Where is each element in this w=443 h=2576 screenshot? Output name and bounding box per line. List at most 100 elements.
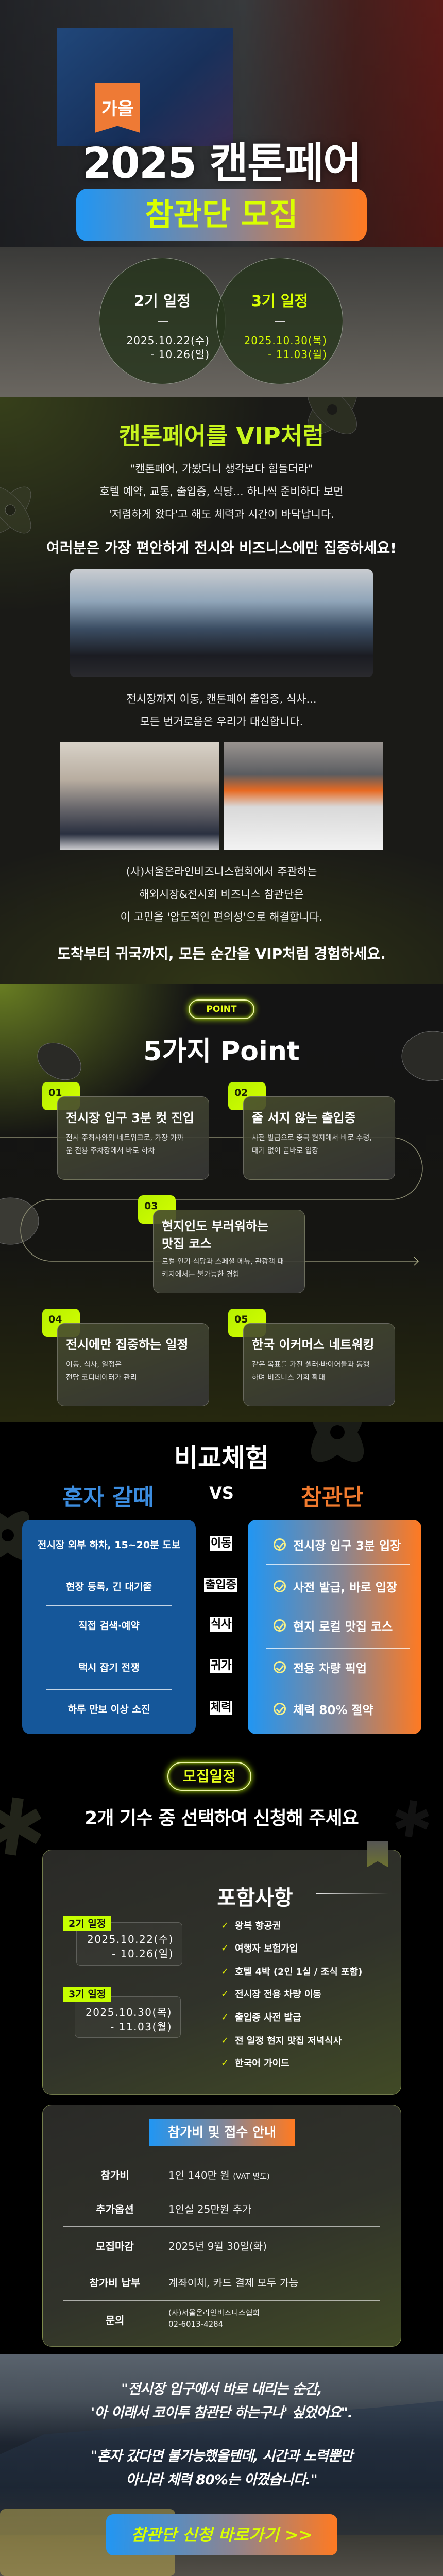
middle-line: 모든 번거로움은 우리가 대신합니다. bbox=[140, 716, 303, 728]
schedule-circle-3: 3기 일정 2025.10.30(목) - 11.03(월) bbox=[216, 258, 343, 384]
solo-item: 전시장 외부 하차, 15~20분 도보 bbox=[37, 1539, 181, 1551]
point-desc: 사전 발급으로 중국 현지에서 바로 수령,대기 없이 곧바로 입장 bbox=[252, 1134, 372, 1155]
point-card-2: 줄 서지 않는 출입증 사전 발급으로 중국 현지에서 바로 수령,대기 없이 … bbox=[243, 1096, 395, 1180]
group-title: 참관단 bbox=[301, 1484, 364, 1511]
category-label: 출입증 bbox=[204, 1578, 237, 1592]
intro-line: 호텔 예약, 교통, 출입증, 식당... 하나씩 준비하다 보면 bbox=[99, 485, 344, 498]
point-title: 전시장 입구 3분 컷 진입 bbox=[66, 1111, 194, 1125]
testimonial-quote-1: "전시장 입구에서 바로 내리는 순간,'아 이래서 코이투 참관단 하는구나'… bbox=[91, 2381, 353, 2421]
org-line: 해외시장&전시회 비즈니스 참관단은 bbox=[139, 888, 304, 901]
check-icon: ✓ bbox=[221, 2011, 229, 2023]
divider bbox=[266, 1648, 410, 1649]
arrow-icon bbox=[414, 1257, 419, 1266]
vip-middle-text: 전시장까지 이동, 캔톤페어 출입증, 식사... 모든 번거로움은 우리가 대… bbox=[0, 688, 443, 733]
intro-line: '저렴하게 왔다'고 해도 체력과 시간이 바닥납니다. bbox=[109, 508, 334, 520]
flower-decoration-icon bbox=[308, 397, 357, 434]
solo-item: 현장 등록, 긴 대기줄 bbox=[66, 1581, 152, 1592]
fee-label: 문의 bbox=[105, 2314, 125, 2327]
divider bbox=[266, 1564, 410, 1565]
term-start: 2025.10.30(목) bbox=[85, 2006, 172, 2019]
schedule-end: - 10.26(일) bbox=[150, 348, 210, 361]
schedule-label: 2기 일정 bbox=[133, 292, 191, 310]
org-line: (사)서울온라인비즈니스협회에서 주관하는 bbox=[126, 866, 317, 878]
category-label: 이동 bbox=[210, 1536, 233, 1551]
include-item: ✓전 일정 현지 맛집 저녁식사 bbox=[221, 2035, 342, 2047]
vip-intro: "캔톤페어, 가봤더니 생각보다 힘들더라" 호텔 예약, 교통, 출입증, 식… bbox=[0, 457, 443, 526]
vip-org-text: (사)서울온라인비즈니스협회에서 주관하는 해외시장&전시회 비즈니스 참관단은… bbox=[0, 860, 443, 928]
group-item: 사전 발급, 바로 입장 bbox=[274, 1578, 397, 1595]
divider bbox=[46, 1605, 172, 1606]
check-circle-icon bbox=[274, 1661, 286, 1673]
schedule-circle-2: 2기 일정 2025.10.22(수) - 10.26(일) bbox=[99, 258, 226, 384]
fee-label: 모집마감 bbox=[96, 2240, 134, 2252]
fee-label: 참가비 bbox=[100, 2169, 129, 2181]
vip-title: 캔톤페어를 VIP처럼 bbox=[118, 422, 325, 450]
points-section: POINT 5가지 Point 01 전시장 입구 3분 컷 진입 전시 주최사… bbox=[0, 984, 443, 1422]
group-item: 현지 로컬 맛집 코스 bbox=[274, 1617, 393, 1634]
include-item: ✓출입증 사전 발급 bbox=[221, 2011, 301, 2024]
bookmark-icon bbox=[367, 1841, 388, 1867]
check-icon: ✓ bbox=[221, 1942, 229, 1954]
include-item: ✓한국어 가이드 bbox=[221, 2057, 289, 2070]
hero-subtitle-banner: 참관단 모집 bbox=[76, 189, 367, 241]
term-end: - 11.03(월) bbox=[110, 2021, 172, 2033]
fee-value: 1인 140만 원 (VAT 별도) bbox=[168, 2169, 270, 2181]
point-title: 전시에만 집중하는 일정 bbox=[66, 1337, 189, 1352]
fee-note: (VAT 별도) bbox=[233, 2172, 270, 2181]
hero-title: 2025 캔톤페어 bbox=[82, 139, 362, 188]
vip-closing: 도착부터 귀국까지, 모든 순간을 VIP처럼 경험하세요. bbox=[57, 945, 386, 962]
term-end: - 10.26(일) bbox=[112, 1947, 174, 1960]
apply-button[interactable]: 참관단 신청 바로가기 >> bbox=[106, 2514, 337, 2555]
divider bbox=[63, 2300, 380, 2301]
middle-line: 전시장까지 이동, 캔톤페어 출입증, 식사... bbox=[126, 693, 317, 705]
vip-emphasis: 여러분은 가장 편안하게 전시와 비즈니스에만 집중하세요! bbox=[46, 539, 397, 556]
dinner-photo bbox=[60, 742, 219, 850]
check-circle-icon bbox=[274, 1619, 286, 1632]
fee-title: 참가비 및 접수 안내 bbox=[149, 2119, 295, 2146]
solo-item: 직접 검색·예약 bbox=[78, 1620, 140, 1632]
schedule-title: 2개 기수 중 선택하여 신청해 주세요 bbox=[84, 1808, 359, 1829]
include-item: ✓여행자 보험가입 bbox=[221, 1942, 298, 1955]
org-line: 이 고민을 '압도적인 편의성'으로 해결합니다. bbox=[120, 911, 323, 923]
check-circle-icon bbox=[274, 1580, 286, 1592]
compare-title: 비교체험 bbox=[174, 1443, 269, 1473]
season-tag: 가을 bbox=[95, 83, 140, 133]
category-label: 체력 bbox=[210, 1701, 233, 1715]
check-icon: ✓ bbox=[221, 2057, 229, 2069]
flower-decoration-icon bbox=[311, 1422, 364, 1462]
term-tag: 2기 일정 bbox=[63, 1916, 111, 1931]
contact-phone: 02-6013-4284 bbox=[168, 2319, 224, 2329]
schedule-label: 3기 일정 bbox=[251, 292, 309, 310]
category-label: 귀가 bbox=[210, 1659, 233, 1673]
schedule-start: 2025.10.30(목) bbox=[244, 334, 327, 347]
contact-info: (사)서울온라인비즈니스협회 02-6013-4284 bbox=[168, 2307, 260, 2330]
fee-value: 2025년 9월 30일(화) bbox=[168, 2240, 267, 2252]
check-icon: ✓ bbox=[221, 1988, 229, 1999]
asterisk-decoration-icon bbox=[0, 1797, 41, 1856]
hero-section: 가을 2025 캔톤페어 참관단 모집 2기 일정 2025.10.22(수) … bbox=[0, 0, 443, 397]
schedule-badge: 모집일정 bbox=[167, 1762, 251, 1791]
solo-box: 전시장 외부 하차, 15~20분 도보 현장 등록, 긴 대기줄 직접 검색·… bbox=[22, 1520, 196, 1734]
point-badge: POINT bbox=[189, 999, 254, 1019]
asterisk-decoration-icon bbox=[395, 1800, 429, 1837]
divider bbox=[46, 1689, 172, 1690]
path-decoration bbox=[0, 1031, 443, 1266]
points-title: 5가지 Point bbox=[143, 1036, 300, 1067]
fee-label: 추가옵션 bbox=[96, 2203, 134, 2215]
divider bbox=[158, 321, 168, 322]
solo-title: 혼자 갈때 bbox=[62, 1484, 154, 1511]
group-box: 전시장 입구 3분 입장 사전 발급, 바로 입장 현지 로컬 맛집 코스 전용… bbox=[248, 1520, 421, 1734]
point-title: 한국 이커머스 네트워킹 bbox=[252, 1337, 374, 1352]
intro-line: "캔톤페어, 가봤더니 생각보다 힘들더라" bbox=[130, 463, 313, 475]
category-label: 식사 bbox=[210, 1617, 233, 1632]
schedule-end: - 11.03(월) bbox=[268, 348, 327, 361]
booth-tour-photo bbox=[70, 569, 373, 677]
